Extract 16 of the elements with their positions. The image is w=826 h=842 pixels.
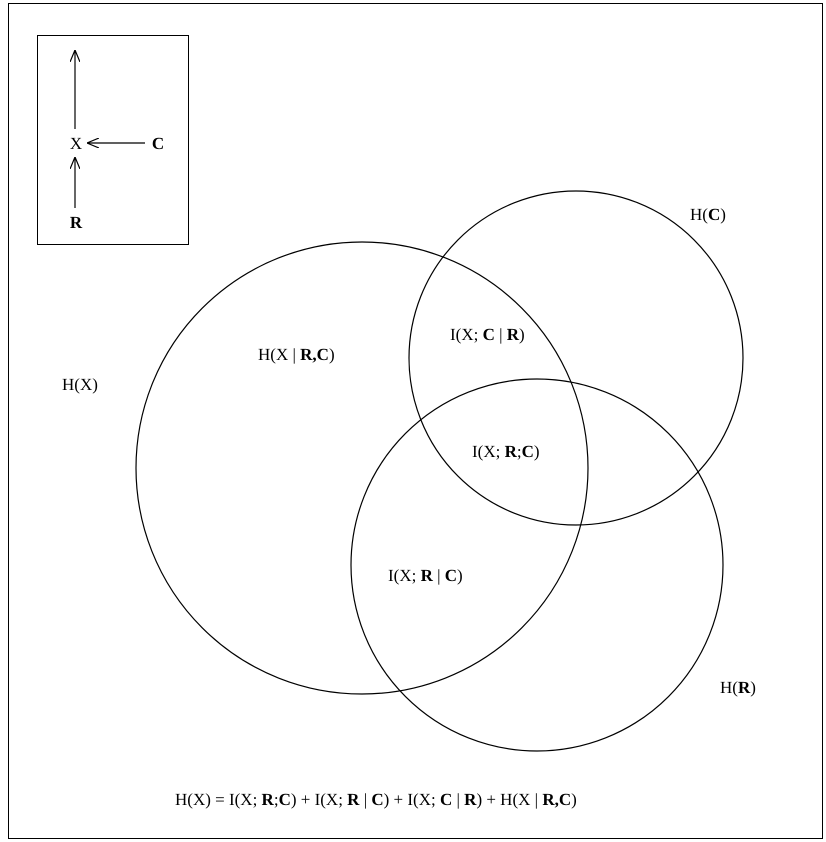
region-label: I(X; R | C) — [388, 566, 463, 586]
region-label: H(X | R,C) — [258, 345, 335, 365]
set-label: H(R) — [720, 678, 756, 698]
arrow — [69, 156, 81, 208]
arrow — [86, 137, 145, 149]
variable-label: R — [68, 213, 84, 233]
variable-label: X — [68, 134, 84, 154]
variable-label: C — [150, 134, 166, 154]
equation: H(X) = I(X; R;C) + I(X; R | C) + I(X; C | R) + H(X | R,C) — [175, 790, 577, 810]
arrow — [69, 49, 81, 129]
set-label: H(X) — [62, 375, 98, 395]
inset-box — [37, 35, 189, 245]
region-label: I(X; R;C) — [472, 442, 540, 462]
region-label: I(X; C | R) — [450, 325, 525, 345]
set-label: H(C) — [690, 205, 726, 225]
venn-circle — [408, 190, 744, 526]
